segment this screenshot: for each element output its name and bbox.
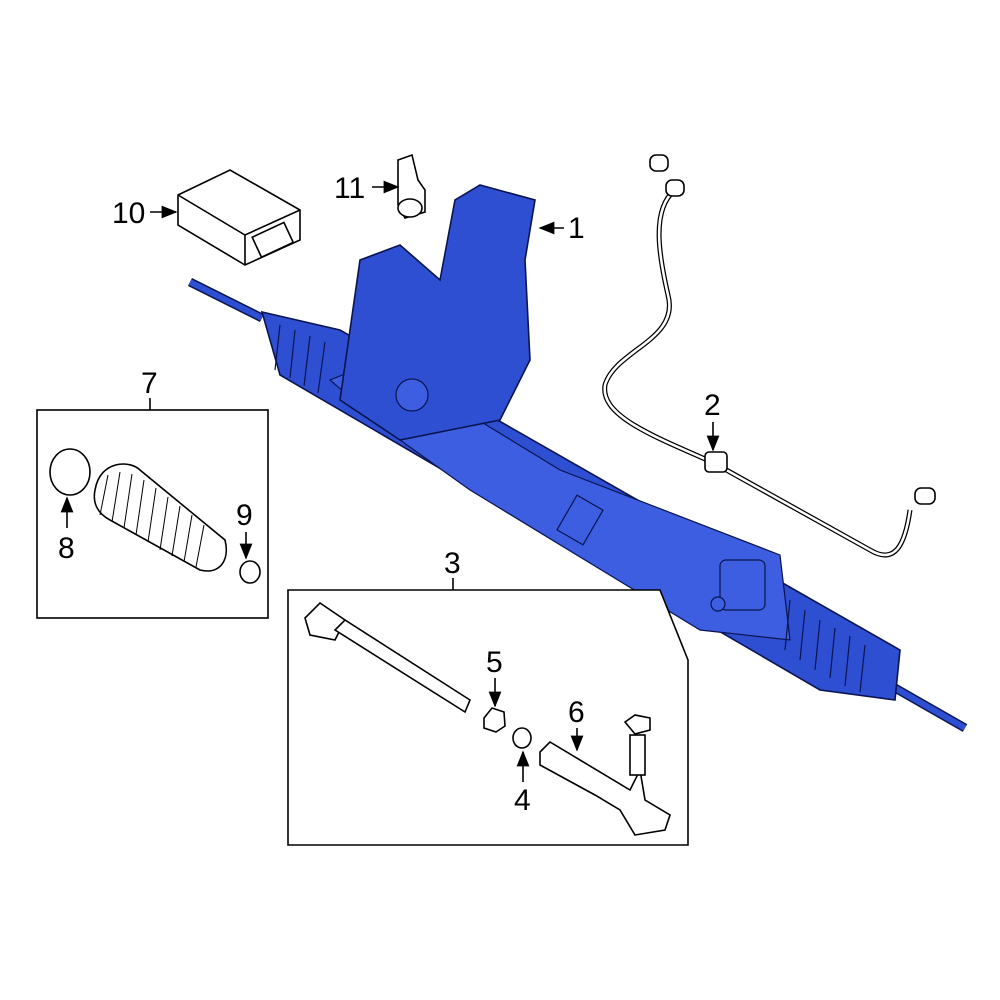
callout-5: 5 — [486, 646, 503, 679]
clamp-part-8[interactable] — [49, 448, 91, 496]
callout-1: 1 — [568, 212, 585, 245]
hydraulic-line-part-2[interactable] — [588, 154, 936, 572]
callout-3: 3 — [444, 547, 461, 580]
callout-4: 4 — [514, 784, 531, 817]
callout-2: 2 — [704, 389, 721, 422]
washer-part-4[interactable] — [512, 727, 532, 749]
clamp-part-9[interactable] — [239, 560, 261, 584]
callout-9: 9 — [236, 499, 253, 532]
callout-10: 10 — [112, 197, 145, 230]
control-module-part-10[interactable] — [177, 169, 301, 266]
callout-6: 6 — [568, 696, 585, 729]
tie-rod-end-part-6[interactable] — [539, 714, 671, 836]
callout-7: 7 — [141, 367, 158, 400]
tie-rod-box-3 — [287, 589, 689, 846]
steering-rack-part-1[interactable] — [187, 184, 968, 732]
inner-tie-rod[interactable] — [304, 601, 471, 714]
callouts: 1 2 3 4 5 6 7 8 9 10 11 — [58, 172, 721, 817]
callout-11: 11 — [334, 172, 365, 205]
sensor-part-11[interactable] — [397, 153, 426, 219]
nut-part-5[interactable] — [483, 707, 506, 733]
boot-kit-box-7 — [36, 409, 269, 619]
callout-8: 8 — [58, 532, 75, 565]
boot-part-7[interactable] — [93, 463, 227, 572]
